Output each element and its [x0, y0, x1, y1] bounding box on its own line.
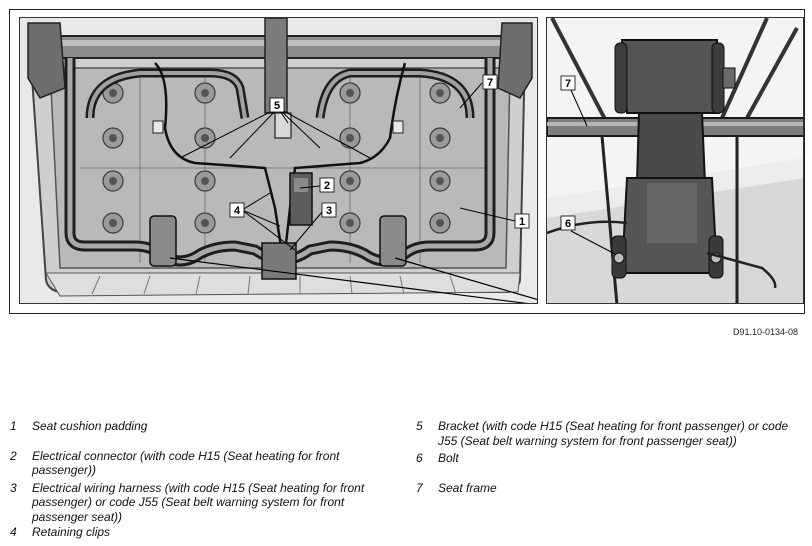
legend-number: 5: [416, 419, 423, 433]
legend-item: 6 Bolt: [416, 451, 806, 466]
svg-text:1: 1: [519, 216, 525, 228]
legend-number: 4: [10, 525, 17, 539]
bolt-detail-photo: 7 6: [546, 17, 804, 304]
legend-number: 7: [416, 480, 423, 495]
seat-underside-drawing: 5 7 2 4 3 1: [20, 18, 537, 303]
legend-right-column: 5 Bracket (with code H15 (Seat heating f…: [416, 419, 806, 495]
legend-item: 3 Electrical wiring harness (with code H…: [10, 481, 400, 525]
legend-text: Retaining clips: [32, 525, 111, 539]
callout-4: 4: [229, 202, 245, 218]
legend-left-column: 1 Seat cushion padding 2 Electrical conn…: [10, 419, 400, 540]
legend-text: Bracket (with code H15 (Seat heating for…: [438, 419, 789, 448]
legend-text: Electrical connector (with code H15 (Sea…: [32, 448, 340, 478]
svg-text:4: 4: [234, 205, 241, 217]
callout-1: 1: [514, 213, 530, 229]
callout-7: 7: [482, 74, 498, 90]
callout-7-detail: 7: [560, 75, 576, 91]
svg-text:2: 2: [324, 180, 330, 192]
svg-text:6: 6: [565, 218, 571, 230]
legend-text: Seat frame: [438, 480, 497, 495]
legend-text: Seat cushion padding: [32, 419, 148, 433]
legend-item: 7 Seat frame: [416, 481, 806, 496]
seat-underside-photo: 5 7 2 4 3 1: [19, 17, 538, 304]
legend-text: Electrical wiring harness (with code H15…: [32, 480, 365, 524]
legend-number: 3: [10, 480, 17, 495]
legend-number: 6: [416, 451, 423, 465]
legend-item: 5 Bracket (with code H15 (Seat heating f…: [416, 419, 806, 448]
svg-text:5: 5: [274, 100, 280, 112]
figure-id: D91.10-0134-08: [732, 327, 798, 337]
callout-2: 2: [319, 177, 335, 193]
legend-text: Bolt: [438, 451, 459, 465]
svg-text:7: 7: [487, 77, 493, 89]
legend-item: 1 Seat cushion padding: [10, 419, 400, 434]
legend-number: 1: [10, 419, 17, 433]
callout-5: 5: [269, 97, 285, 113]
callout-3: 3: [321, 202, 337, 218]
callout-6: 6: [560, 215, 576, 231]
legend-item: 4 Retaining clips: [10, 525, 400, 540]
svg-text:3: 3: [326, 205, 332, 217]
legend-number: 2: [10, 448, 17, 463]
legend-item: 2 Electrical connector (with code H15 (S…: [10, 449, 400, 478]
svg-text:7: 7: [565, 78, 571, 90]
bolt-detail-drawing: 7 6: [547, 18, 803, 303]
